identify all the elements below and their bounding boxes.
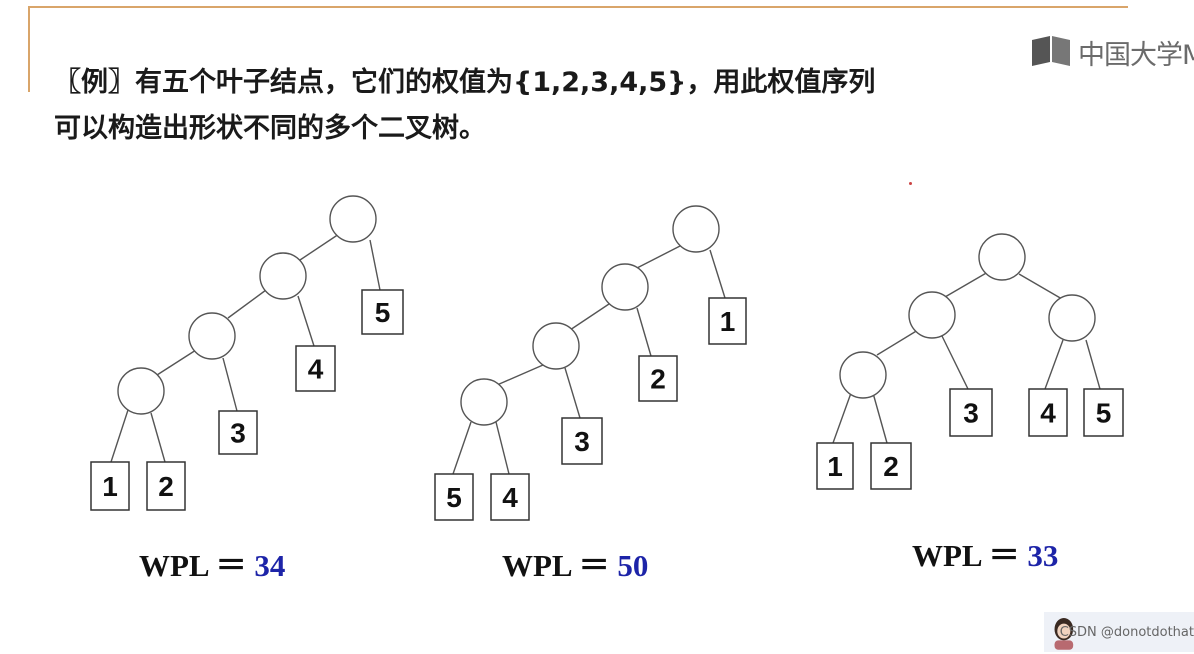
title-line-2: 可以构造出形状不同的多个二叉树。 <box>54 113 486 144</box>
leaf-box <box>146 461 186 511</box>
leaf-node: 5 <box>434 473 474 521</box>
leaf-node: 3 <box>949 388 993 437</box>
leaf-weight: 2 <box>883 451 899 482</box>
leaf-weight: 3 <box>574 426 590 457</box>
leaf-box <box>638 355 678 402</box>
wpl-label: WPL <box>912 538 981 573</box>
title-line-1: 〖例〗有五个叶子结点，它们的权值为{1,2,3,4,5}，用此权值序列 <box>54 67 876 98</box>
leaf-box <box>870 442 912 490</box>
watermark: CSDN @donotdothat <box>1044 612 1194 652</box>
leaf-node: 5 <box>1083 388 1124 437</box>
leaf-box <box>434 473 474 521</box>
internal-node <box>839 351 887 399</box>
leaf-box <box>90 461 130 511</box>
leaf-node: 1 <box>708 297 747 345</box>
stray-dot <box>909 182 912 185</box>
internal-node <box>1048 294 1096 342</box>
wpl-equals: ＝ <box>578 548 610 583</box>
tree-3-edges <box>832 271 1101 444</box>
tree-1-wpl: WPL ＝ 34 <box>139 540 285 585</box>
leaf-weight: 1 <box>102 471 118 502</box>
leaf-node: 2 <box>146 461 186 511</box>
leaf-weight: 4 <box>1040 398 1056 429</box>
wpl-label: WPL <box>502 548 571 583</box>
leaf-node: 3 <box>561 417 603 465</box>
internal-node <box>601 263 649 311</box>
book-logo-icon <box>1032 36 1070 66</box>
leaf-box <box>1083 388 1124 437</box>
internal-node <box>532 322 580 370</box>
leaf-weight: 4 <box>308 354 324 385</box>
internal-node <box>259 252 307 300</box>
leaf-weight: 2 <box>158 471 174 502</box>
tree-3-wpl: WPL ＝ 33 <box>912 530 1058 575</box>
leaf-node: 1 <box>816 442 854 490</box>
internal-node <box>460 378 508 426</box>
wpl-value: 50 <box>617 548 649 583</box>
wpl-equals: ＝ <box>215 548 247 583</box>
frame-top-border <box>28 6 1128 8</box>
leaf-node: 2 <box>638 355 678 402</box>
watermark-text: CSDN @donotdothat <box>1059 624 1194 640</box>
internal-node <box>978 233 1026 281</box>
internal-node <box>117 367 165 415</box>
leaf-weight: 3 <box>230 418 246 449</box>
example-title: 〖例〗有五个叶子结点，它们的权值为{1,2,3,4,5}，用此权值序列 可以构造… <box>54 60 1044 152</box>
wpl-label: WPL <box>139 548 208 583</box>
internal-node <box>908 291 956 339</box>
leaf-node: 3 <box>218 410 258 455</box>
leaf-box <box>708 297 747 345</box>
logo-text: 中国大学M <box>1078 39 1194 71</box>
leaf-weight: 5 <box>1096 398 1112 429</box>
leaf-box <box>816 442 854 490</box>
internal-node <box>329 195 377 243</box>
leaf-node: 4 <box>490 473 530 521</box>
leaf-weight: 3 <box>963 398 979 429</box>
internal-node <box>188 312 236 360</box>
leaf-node: 2 <box>870 442 912 490</box>
leaf-weight: 4 <box>502 482 518 513</box>
leaf-box <box>218 410 258 455</box>
logo: 中国大学M <box>1030 34 1194 71</box>
leaf-weight: 2 <box>650 364 666 395</box>
leaf-node: 4 <box>295 345 336 392</box>
leaf-box <box>361 289 404 335</box>
leaf-node: 1 <box>90 461 130 511</box>
leaf-box <box>490 473 530 521</box>
leaf-weight: 5 <box>375 297 391 328</box>
tree-2-edges <box>452 244 726 475</box>
tree-1-edges <box>110 231 381 463</box>
leaf-box <box>561 417 603 465</box>
leaf-box <box>1028 388 1068 437</box>
wpl-equals: ＝ <box>988 538 1020 573</box>
leaf-box <box>295 345 336 392</box>
internal-node <box>672 205 720 253</box>
leaf-node: 5 <box>361 289 404 335</box>
tree-2-wpl: WPL ＝ 50 <box>502 540 648 585</box>
avatar-icon <box>1054 618 1074 650</box>
leaf-weight: 1 <box>720 306 736 337</box>
wpl-value: 34 <box>254 548 286 583</box>
frame-left-border <box>28 6 30 92</box>
leaf-weight: 5 <box>446 482 462 513</box>
leaf-weight: 1 <box>827 451 843 482</box>
wpl-value: 33 <box>1027 538 1059 573</box>
leaf-node: 4 <box>1028 388 1068 437</box>
leaf-box <box>949 388 993 437</box>
